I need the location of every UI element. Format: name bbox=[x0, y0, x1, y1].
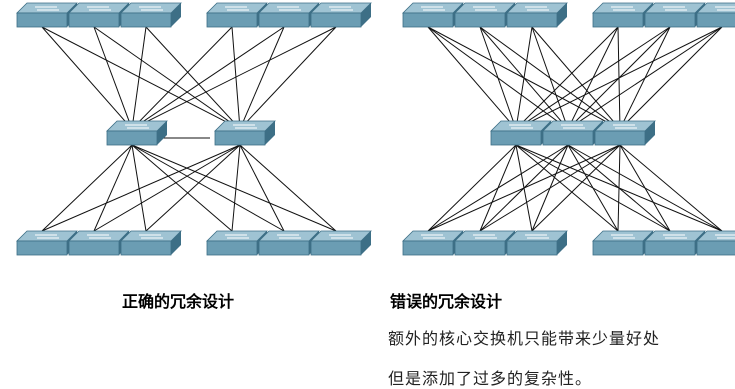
right-top-switch-2 bbox=[506, 2, 568, 28]
left-core-switch-1 bbox=[214, 120, 276, 146]
right-bottom-switch-2 bbox=[506, 230, 568, 256]
left-uplink-2-0 bbox=[131, 26, 147, 130]
right-bottom-switch-4 bbox=[644, 230, 706, 256]
left-uplink-0-1 bbox=[41, 26, 241, 130]
left-uplink-1-0 bbox=[93, 26, 133, 130]
left-uplink-3-1 bbox=[231, 26, 241, 130]
left-uplink-5-0 bbox=[131, 26, 337, 130]
left-downlink-2-0 bbox=[131, 144, 147, 232]
left-bottom-switch-2 bbox=[120, 230, 182, 256]
right-core-switch-2 bbox=[594, 120, 656, 146]
left-bottom-switch-3 bbox=[206, 230, 268, 256]
right-note-line-1: 额外的核心交换机只能带来少量好处 bbox=[388, 329, 661, 348]
right-caption: 错误的冗余设计 bbox=[390, 292, 503, 311]
left-downlink-4-0 bbox=[131, 144, 285, 232]
left-uplink-4-0 bbox=[131, 26, 285, 130]
right-downlink-4-0 bbox=[515, 144, 671, 232]
right-top-switch-5 bbox=[696, 2, 735, 28]
right-uplink-4-0 bbox=[515, 26, 671, 130]
right-downlink-2-2 bbox=[531, 144, 621, 232]
left-downlink-1-0 bbox=[93, 144, 133, 232]
left-downlink-3-0 bbox=[131, 144, 233, 232]
left-top-switch-5 bbox=[310, 2, 372, 28]
left-top-switch-0 bbox=[16, 2, 78, 28]
left-bottom-switch-4 bbox=[258, 230, 320, 256]
left-downlink-4-1 bbox=[239, 144, 285, 232]
right-uplink-3-0 bbox=[515, 26, 619, 130]
left-downlink-0-0 bbox=[41, 144, 133, 232]
left-downlink-3-1 bbox=[231, 144, 241, 232]
left-top-switch-1 bbox=[68, 2, 130, 28]
right-note-line-2: 但是添加了过多的复杂性。 bbox=[388, 369, 593, 388]
left-bottom-switch-1 bbox=[68, 230, 130, 256]
left-downlink-1-1 bbox=[93, 144, 241, 232]
right-downlink-2-1 bbox=[531, 144, 569, 232]
right-uplink-5-2 bbox=[619, 26, 723, 130]
right-downlink-5-1 bbox=[567, 144, 723, 232]
right-downlink-5-0 bbox=[515, 144, 723, 232]
right-uplink-5-0 bbox=[515, 26, 723, 130]
right-top-switch-4 bbox=[644, 2, 706, 28]
left-downlink-5-1 bbox=[239, 144, 337, 232]
right-bottom-switch-3 bbox=[592, 230, 654, 256]
right-uplink-2-2 bbox=[531, 26, 621, 130]
right-downlink-2-0 bbox=[515, 144, 533, 232]
right-uplink-1-0 bbox=[479, 26, 517, 130]
right-top-switch-3 bbox=[592, 2, 654, 28]
left-bottom-switch-0 bbox=[16, 230, 78, 256]
right-downlink-5-2 bbox=[619, 144, 723, 232]
network-diagrams bbox=[16, 2, 735, 256]
right-top-switch-0 bbox=[402, 2, 464, 28]
left-core-switch-0 bbox=[106, 120, 168, 146]
left-downlink-0-1 bbox=[41, 144, 241, 232]
left-uplink-5-1 bbox=[239, 26, 337, 130]
left-uplink-1-1 bbox=[93, 26, 241, 130]
right-uplink-0-0 bbox=[427, 26, 517, 130]
left-downlink-2-1 bbox=[145, 144, 241, 232]
right-uplink-2-1 bbox=[531, 26, 569, 130]
left-top-switch-2 bbox=[120, 2, 182, 28]
left-top-switch-3 bbox=[206, 2, 268, 28]
left-top-switch-4 bbox=[258, 2, 320, 28]
right-uplink-2-0 bbox=[515, 26, 533, 130]
right-top-switch-1 bbox=[454, 2, 516, 28]
left-downlink-5-0 bbox=[131, 144, 337, 232]
right-core-switch-1 bbox=[542, 120, 604, 146]
right-downlink-1-0 bbox=[479, 144, 517, 232]
left-caption: 正确的冗余设计 bbox=[122, 292, 235, 311]
right-downlink-3-0 bbox=[515, 144, 619, 232]
right-bottom-switch-0 bbox=[402, 230, 464, 256]
right-bottom-switch-1 bbox=[454, 230, 516, 256]
right-downlink-0-0 bbox=[427, 144, 517, 232]
left-uplink-0-0 bbox=[41, 26, 133, 130]
right-bottom-switch-5 bbox=[696, 230, 735, 256]
right-uplink-5-1 bbox=[567, 26, 723, 130]
right-core-switch-0 bbox=[490, 120, 552, 146]
left-uplink-4-1 bbox=[239, 26, 285, 130]
left-uplink-3-0 bbox=[131, 26, 233, 130]
left-uplink-2-1 bbox=[145, 26, 241, 130]
left-bottom-switch-5 bbox=[310, 230, 372, 256]
